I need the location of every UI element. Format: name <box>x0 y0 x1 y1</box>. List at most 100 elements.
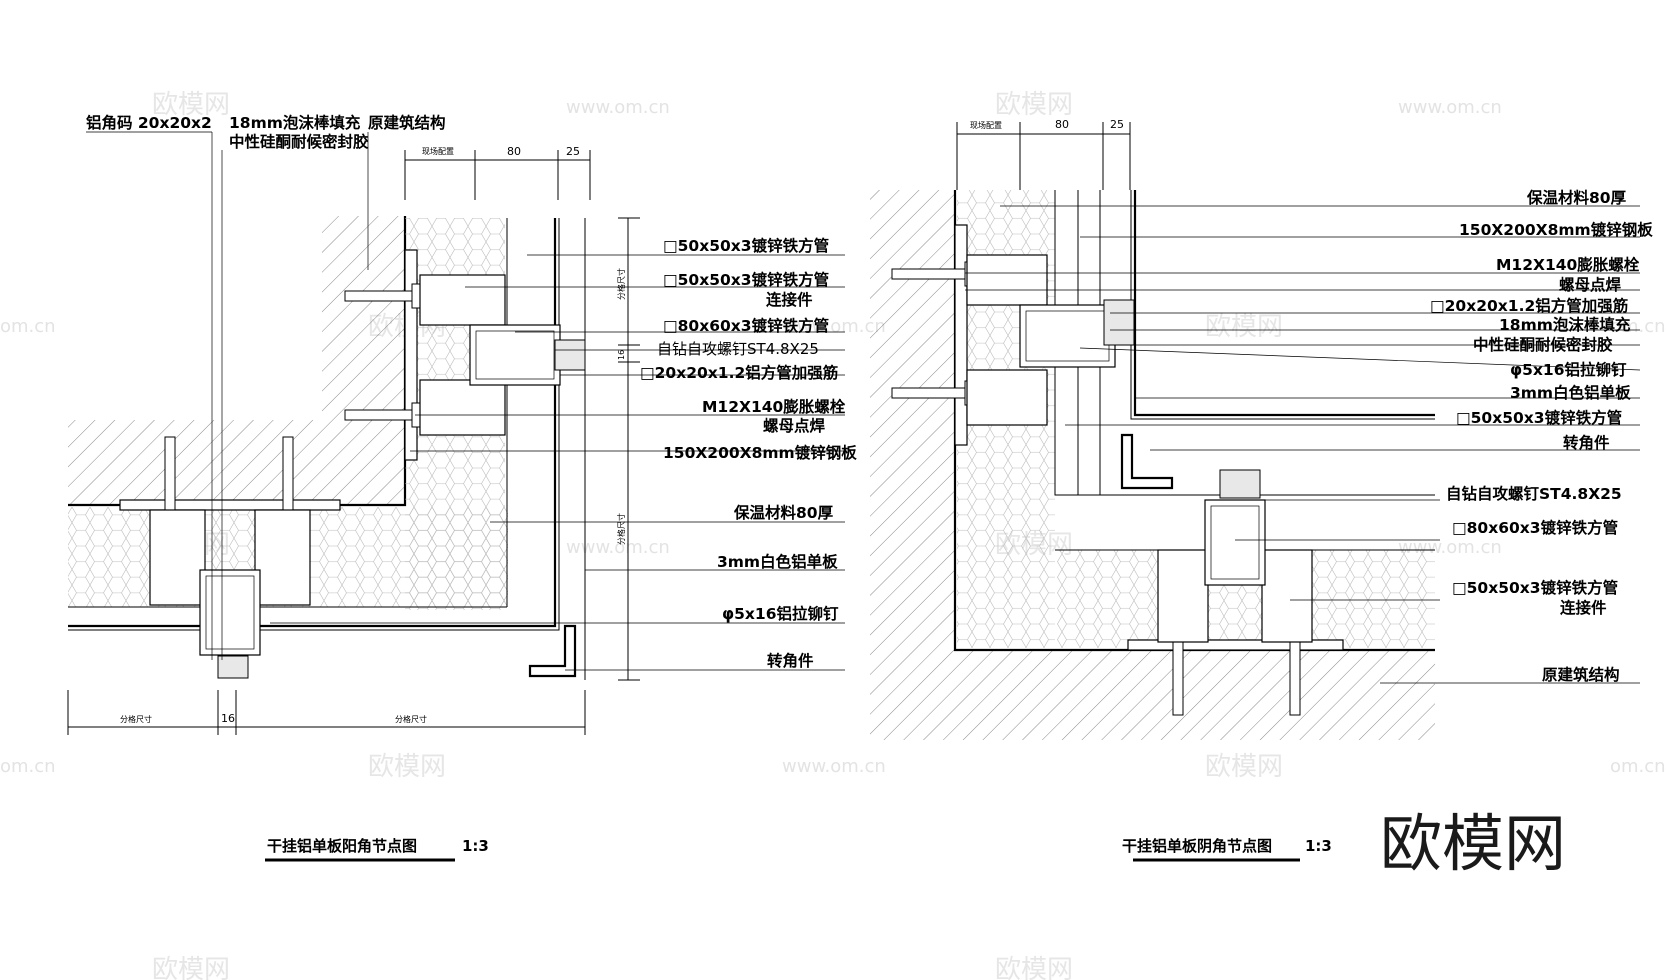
watermark-brand: 欧模网 <box>1205 752 1283 782</box>
corner-piece <box>1120 433 1174 490</box>
watermark-brand: 欧模网 <box>368 752 446 782</box>
steel-plate <box>954 224 968 446</box>
corner-piece <box>528 624 577 678</box>
brand-logo: 欧模网 <box>1380 807 1566 880</box>
callout-label: □20x20x1.2铝方管加强筋 <box>1430 296 1628 315</box>
connector-tube <box>966 369 1048 426</box>
callout-label: 150X200X8mm镀锌钢板 <box>663 443 857 462</box>
callout-label: 原建筑结构 <box>1542 665 1620 684</box>
dim-label: 分格尺寸 <box>395 714 427 724</box>
callout-label: 原建筑结构 <box>368 113 446 132</box>
connector-tube <box>419 274 506 326</box>
concrete-structure <box>870 190 1435 740</box>
callout-label: φ5x16铝拉铆钉 <box>1510 360 1627 379</box>
callout-label: 转角件 <box>767 651 814 670</box>
watermark-brand: 欧模网 <box>152 955 230 980</box>
callout-label: □50x50x3镀锌铁方管 <box>663 270 829 289</box>
callout-label: 中性硅酮耐候密封胶 <box>1473 335 1613 354</box>
callout-label: □50x50x3镀锌铁方管 <box>663 236 829 255</box>
connector-tube <box>1157 549 1209 643</box>
steel-plate <box>404 249 418 461</box>
dim-label: 80 <box>1055 118 1069 131</box>
connector-tube <box>966 254 1048 306</box>
callout-label: 连接件 <box>1560 598 1607 617</box>
sealant-joint <box>217 655 249 679</box>
concrete-structure <box>68 216 405 505</box>
dim-label: 25 <box>566 145 580 158</box>
dim-label: 16 <box>221 712 235 725</box>
top-callouts: 铝角码 20x20x2 18mm泡沫棒填充 中性硅酮耐候密封胶 原建筑结构 <box>86 113 446 660</box>
watermark-brand: 欧模网 <box>1205 312 1283 342</box>
square-tube-80x60 <box>1204 499 1266 586</box>
callout-label: M12X140膨胀螺栓 <box>702 397 846 416</box>
callout-label: 铝角码 20x20x2 <box>86 113 212 132</box>
top-dimension: 现场配置 80 25 <box>956 118 1131 190</box>
callout-label: 保温材料80厚 <box>733 503 834 522</box>
dim-label: 分格尺寸 <box>616 268 626 300</box>
steel-plate <box>1127 639 1344 651</box>
connector-tube <box>149 509 206 606</box>
callout-label: 3mm白色铝单板 <box>717 552 838 571</box>
square-tube-80x60 <box>1019 304 1116 368</box>
dim-label: 分格尺寸 <box>120 714 152 724</box>
right-callouts: 保温材料80厚 150X200X8mm镀锌钢板 M12X140膨胀螺栓 螺母点焊… <box>965 188 1653 684</box>
right-detail: 现场配置 80 25 保温材料80厚 150X200X8mm镀锌钢板 M12X1… <box>870 118 1653 862</box>
watermark-url: om.cn <box>0 756 56 777</box>
callout-label: □50x50x3镀锌铁方管 <box>1456 408 1622 427</box>
top-dimension: 现场配置 80 25 <box>404 145 591 200</box>
callout-label: 连接件 <box>766 290 813 309</box>
callout-label: M12X140膨胀螺栓 <box>1496 255 1640 274</box>
steel-plate <box>119 499 341 511</box>
callout-label: 保温材料80厚 <box>1526 188 1627 207</box>
callout-label: 3mm白色铝单板 <box>1510 383 1631 402</box>
watermark-brand: 欧模网 <box>152 90 230 120</box>
dim-label: 分格尺寸 <box>616 513 626 545</box>
square-tube-80x60 <box>199 569 261 656</box>
dim-label: 16 <box>617 350 626 360</box>
watermark-url: www.om.cn <box>1398 97 1502 118</box>
square-tube-80x60 <box>469 324 561 386</box>
sealant-joint <box>1219 469 1261 499</box>
watermark-url: om.cn <box>0 316 56 337</box>
callout-label: 螺母点焊 <box>763 416 826 435</box>
side-dimension: 分格尺寸 16 分格尺寸 <box>616 217 640 681</box>
sealant-joint <box>554 339 586 371</box>
dim-label: 现场配置 <box>422 147 454 156</box>
callout-label: 18mm泡沫棒填充 <box>1499 315 1631 334</box>
callout-label: 自钻自攻螺钉ST4.8X25 <box>1446 484 1622 503</box>
callout-label: 中性硅酮耐候密封胶 <box>229 132 369 151</box>
connector-tube <box>419 379 506 436</box>
callout-label: □50x50x3镀锌铁方管 <box>1452 578 1618 597</box>
watermark-url: www.om.cn <box>782 756 886 777</box>
watermark-brand: 欧模网 <box>995 955 1073 980</box>
right-callouts: □50x50x3镀锌铁方管 □50x50x3镀锌铁方管 连接件 □80x60x3… <box>270 236 857 671</box>
callout-label: φ5x16铝拉铆钉 <box>722 604 839 623</box>
watermark-brand: 欧模网 <box>995 90 1073 120</box>
sealant-joint <box>1103 299 1135 346</box>
watermark-url: www.om.cn <box>566 537 670 558</box>
callout-label: 转角件 <box>1563 433 1610 452</box>
callout-label: □20x20x1.2铝方管加强筋 <box>640 363 838 382</box>
watermark-url: www.om.cn <box>566 97 670 118</box>
drawing-scale: 1:3 <box>462 837 489 855</box>
dim-label: 25 <box>1110 118 1124 131</box>
watermark-url: om.cn <box>1610 316 1666 337</box>
callout-label: 18mm泡沫棒填充 <box>229 113 361 132</box>
callout-label: □80x60x3镀锌铁方管 <box>663 316 829 335</box>
dim-label: 现场配置 <box>970 121 1002 130</box>
watermark-url: om.cn <box>1610 756 1666 777</box>
callout-label: □80x60x3镀锌铁方管 <box>1452 518 1618 537</box>
connector-tube <box>1261 549 1313 643</box>
connector-tube <box>254 509 311 606</box>
dim-label: 80 <box>507 145 521 158</box>
left-title: 干挂铝单板阳角节点图 1:3 <box>265 837 489 862</box>
bottom-dimension: 分格尺寸 16 分格尺寸 <box>67 690 586 735</box>
right-title: 干挂铝单板阴角节点图 1:3 <box>1122 837 1332 862</box>
callout-label: 自钻自攻螺钉ST4.8X25 <box>657 340 819 358</box>
drawing-title: 干挂铝单板阴角节点图 <box>1122 837 1272 855</box>
drawing-title: 干挂铝单板阳角节点图 <box>267 837 417 855</box>
drawing-scale: 1:3 <box>1305 837 1332 855</box>
callout-label: 螺母点焊 <box>1559 275 1622 294</box>
left-detail: 现场配置 80 25 分格尺寸 16 分格尺寸 分格尺寸 16 分格尺寸 <box>67 113 857 862</box>
